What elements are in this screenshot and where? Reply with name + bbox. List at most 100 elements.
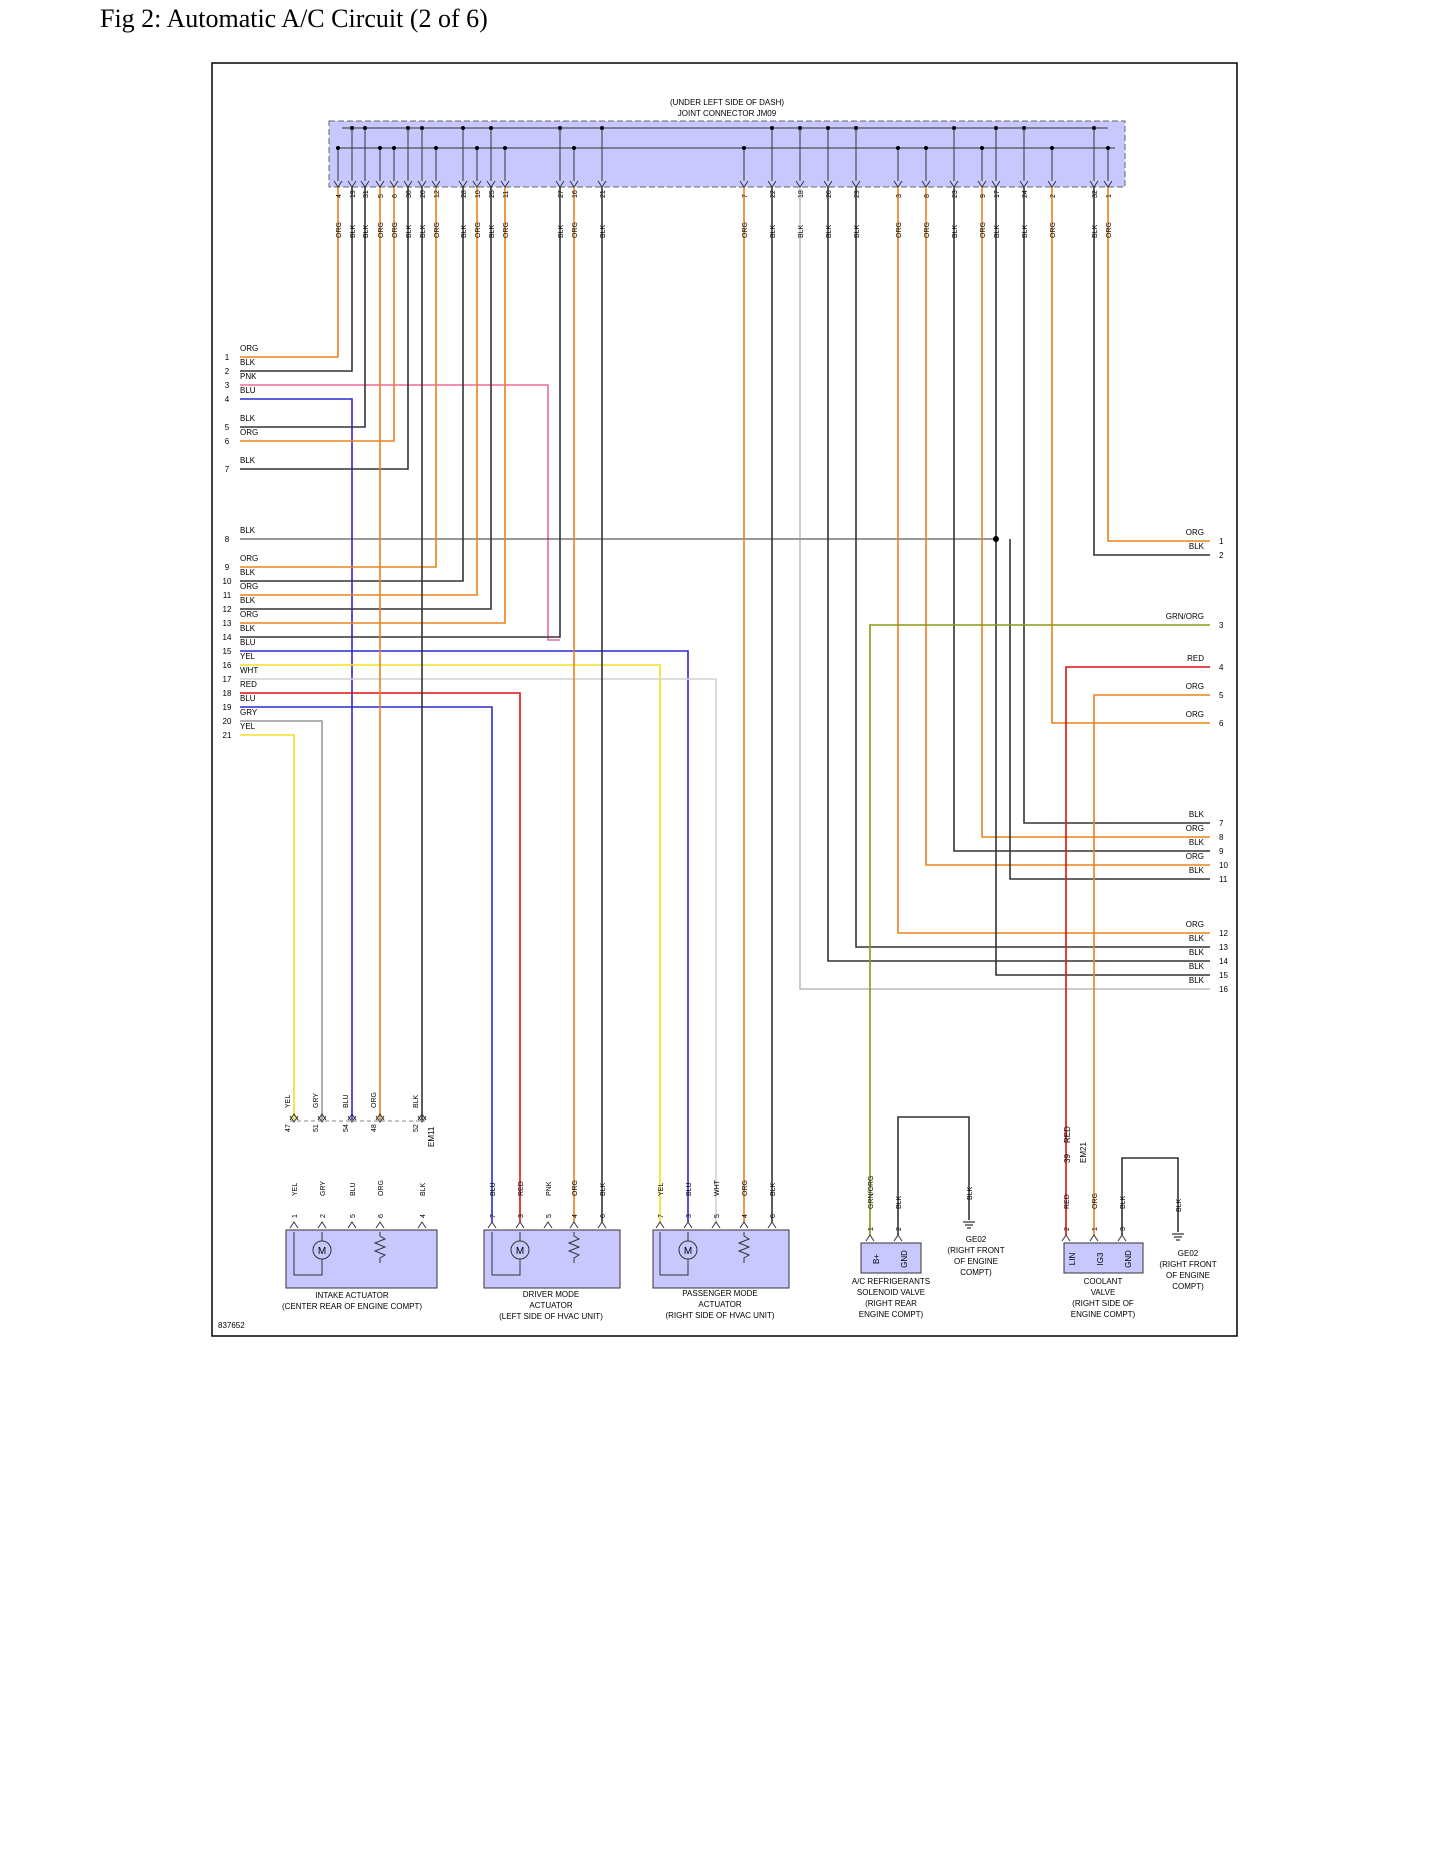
driver-pin-number: 7 — [490, 1214, 497, 1218]
jc-junction-dot — [1106, 146, 1110, 150]
em21-wire-color: RED — [1063, 1126, 1072, 1143]
em11-pin-color: ORG — [371, 1092, 378, 1108]
jc-pin-chevron — [949, 180, 959, 188]
wire-left-10 — [240, 187, 464, 582]
wire-jc-29 — [855, 187, 1210, 948]
left-offpage-color: BLK — [240, 568, 256, 577]
jc-pin-number: 6 — [392, 194, 399, 198]
wire-jc-18 — [799, 187, 1210, 990]
left-offpage-color: ORG — [240, 554, 258, 563]
em11-pin-number: 47 — [285, 1124, 292, 1132]
jc-pin-chevron — [991, 180, 1001, 188]
driver-potentiometer — [567, 1232, 581, 1263]
jc-pin-number: 7 — [742, 194, 749, 198]
passenger-pin-number: 6 — [770, 1214, 777, 1218]
em11-pin-number: 52 — [413, 1124, 420, 1132]
jc-junction-dot — [798, 126, 802, 130]
coolant-pin-chevron — [1089, 1234, 1099, 1242]
jc-pin-chevron — [739, 180, 749, 188]
jc-junction-dot — [350, 126, 354, 130]
jc-pin-chevron — [389, 180, 399, 188]
jc-pin-color: ORG — [896, 222, 903, 238]
jc-pin-number: 1 — [1106, 194, 1113, 198]
passenger-pin-chevron — [739, 1221, 749, 1229]
jc-junction-dot — [558, 126, 562, 130]
jc-pin-color: BLK — [461, 224, 468, 238]
right-offpage-color: BLK — [1189, 948, 1205, 957]
em11-pin-number: 48 — [371, 1124, 378, 1132]
right-offpage-color: GRN/ORG — [1166, 612, 1204, 621]
jc-junction-dot — [980, 146, 984, 150]
driver-pin-color: PNK — [546, 1181, 553, 1196]
intake-pin-number: 1 — [292, 1214, 299, 1218]
right-offpage-color: BLK — [1189, 542, 1205, 551]
jc-junction-dot — [1050, 146, 1054, 150]
passenger-pin-color: YEL — [658, 1183, 665, 1196]
wire-right-5 — [1093, 694, 1210, 1235]
jc-pin-number: 16 — [572, 190, 579, 198]
coolant-pin-color: RED — [1064, 1194, 1071, 1209]
driver-pin-number: 4 — [572, 1214, 579, 1218]
wire-left-12 — [240, 187, 492, 610]
jc-junction-dot — [363, 126, 367, 130]
jc-pin-chevron — [569, 180, 579, 188]
jc-junction-dot — [742, 146, 746, 150]
wire-jc-32 — [1093, 187, 1210, 556]
intake-pin-color: YEL — [292, 1183, 299, 1196]
left-offpage-color: BLK — [240, 624, 256, 633]
passenger-pin-color: BLK — [770, 1182, 777, 1196]
jc-pin-number: 24 — [1022, 190, 1029, 198]
left-offpage-color: BLK — [240, 526, 256, 535]
em11-pin-chevron-up — [375, 1113, 385, 1121]
wire-jc-3 — [897, 187, 1210, 934]
wire-left-5 — [240, 187, 366, 428]
solenoid-terminal-bplus: B+ — [872, 1254, 881, 1264]
intake-pin-color: BLU — [350, 1182, 357, 1196]
solenoid-pin-color: GRN/ORG — [868, 1176, 875, 1209]
right-offpage-color: BLK — [1189, 976, 1205, 985]
left-offpage-number: 9 — [225, 563, 230, 572]
jc-junction-dot — [896, 146, 900, 150]
right-offpage-number: 7 — [1219, 819, 1224, 828]
joint-connector-body — [328, 120, 1126, 188]
jc-junction-dot — [826, 126, 830, 130]
jc-pin-number: 10 — [475, 190, 482, 198]
passenger-mode-actuator: PASSENGER MODE ACTUATOR (RIGHT SIDE OF H… — [652, 1229, 790, 1320]
ground2-label-3: OF ENGINE — [1166, 1271, 1210, 1280]
jc-pin-number: 25 — [489, 190, 496, 198]
solenoid-label-2: SOLENOID VALVE — [857, 1288, 925, 1297]
ground2-label-2: (RIGHT FRONT — [1159, 1260, 1216, 1269]
jc-pin-color: BLK — [1022, 224, 1029, 238]
coolant-label-2: VALVE — [1091, 1288, 1116, 1297]
right-offpage-number: 16 — [1219, 985, 1228, 994]
wire-ground-1 — [897, 1116, 970, 1235]
jc-pin-color: BLK — [600, 224, 607, 238]
intake-actuator-label-1: INTAKE ACTUATOR — [315, 1291, 389, 1300]
right-offpage-color: BLK — [1189, 962, 1205, 971]
solenoid-pin-chevron — [893, 1234, 903, 1242]
wire-left-14 — [240, 187, 561, 638]
intake-pin-color: BLK — [420, 1182, 427, 1196]
wire-left-21 — [240, 734, 295, 1120]
right-offpage-color: BLK — [1189, 810, 1205, 819]
jc-pin-number: 12 — [434, 190, 441, 198]
passenger-potentiometer — [737, 1232, 751, 1263]
intake-pin-chevron — [317, 1221, 327, 1229]
left-offpage-color: BLK — [240, 414, 256, 423]
left-offpage-number: 10 — [223, 577, 232, 586]
intake-motor-label: M — [318, 1246, 326, 1257]
jc-junction-dot — [336, 146, 340, 150]
passenger-pin-color: ORG — [742, 1180, 749, 1196]
right-offpage-number: 1 — [1219, 537, 1224, 546]
right-offpage-color: ORG — [1186, 528, 1204, 537]
jc-pin-color: BLK — [798, 224, 805, 238]
jc-pin-chevron — [333, 180, 343, 188]
intake-pin-chevron — [289, 1221, 299, 1229]
wire-left-4 — [240, 398, 353, 1120]
right-offpage-number: 2 — [1219, 551, 1224, 560]
left-offpage-number: 5 — [225, 423, 230, 432]
left-offpage-color: ORG — [240, 344, 258, 353]
intake-potentiometer — [373, 1232, 387, 1263]
jc-junction-dot — [770, 126, 774, 130]
wire-jc-9 — [981, 187, 1210, 838]
